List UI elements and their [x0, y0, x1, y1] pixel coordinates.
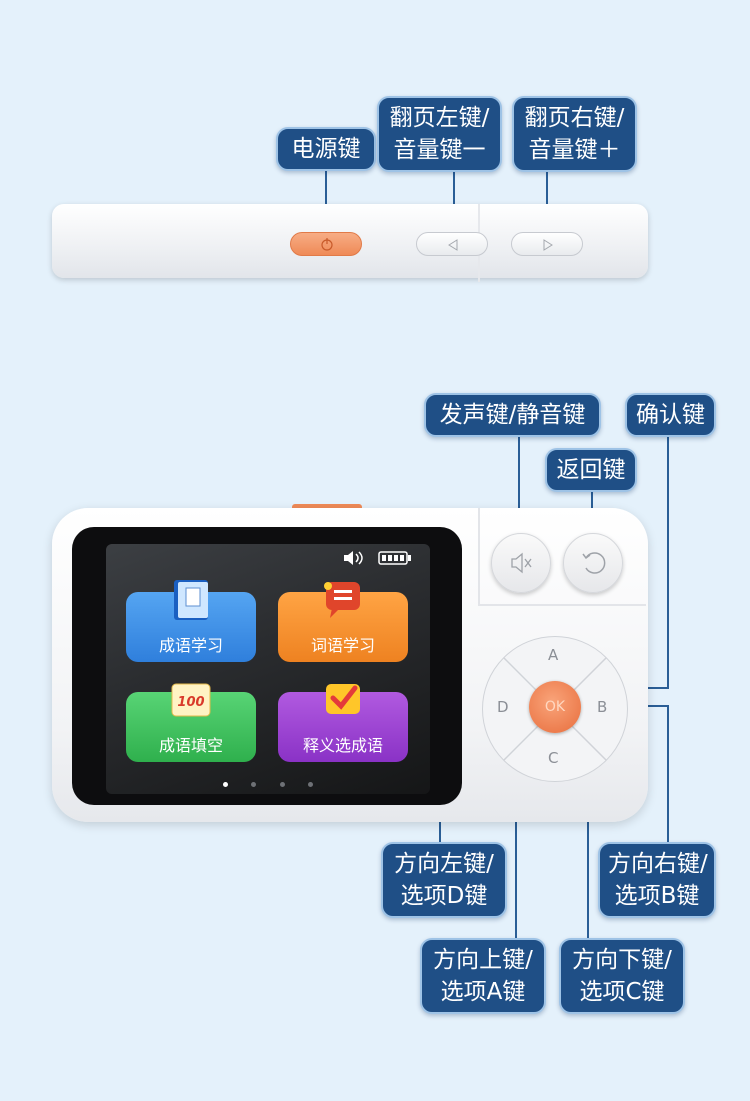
callout-direction-right-key: 方向右键/ 选项B键	[598, 842, 716, 918]
callout-line: 方向上键/	[433, 947, 533, 973]
dpad-right-key[interactable]: B	[597, 698, 608, 716]
callout-line: 方向下键/	[572, 947, 672, 973]
page-dot	[279, 782, 285, 787]
page-left-button[interactable]	[416, 232, 488, 256]
callout-line: 选项B键	[614, 883, 700, 909]
tile-idiom-fill[interactable]: 100 成语填空	[126, 683, 256, 762]
check-box-icon	[326, 684, 360, 714]
device-seam	[478, 604, 646, 606]
tile-idiom-study[interactable]: 成语学习	[126, 580, 256, 662]
callout-direction-left-key: 方向左键/ 选项D键	[381, 842, 507, 918]
book-icon	[174, 580, 208, 620]
page-dot	[251, 782, 257, 787]
ok-button[interactable]: OK	[529, 681, 581, 733]
page-right-button[interactable]	[511, 232, 583, 256]
tile-meaning-choose-idiom[interactable]: 释义选成语	[278, 684, 408, 762]
score-100-icon: 100	[171, 683, 211, 717]
tile-label: 词语学习	[310, 636, 375, 655]
tile-label: 成语学习	[158, 636, 223, 655]
dpad-up-key[interactable]: A	[548, 646, 559, 664]
tile-label: 成语填空	[158, 736, 223, 755]
callout-line: 确认键	[636, 402, 705, 428]
callout-direction-up-key: 方向上键/ 选项A键	[420, 938, 546, 1014]
callout-confirm-key: 确认键	[625, 393, 716, 437]
page-dot	[307, 782, 313, 787]
callout-line: 翻页右键/	[524, 105, 625, 131]
callout-page-right-key: 翻页右键/ 音量键＋	[512, 96, 637, 172]
battery-icon	[378, 551, 411, 565]
svg-text:100: 100	[177, 695, 204, 710]
page-indicator	[106, 772, 430, 791]
callout-line: 选项D键	[400, 883, 488, 909]
callout-power-key: 电源键	[276, 127, 376, 171]
right-arrow-icon	[543, 239, 553, 251]
chat-icon	[324, 582, 360, 618]
display: 成语学习 词语学习 100 成语填空 释义选成语	[106, 544, 430, 794]
return-icon	[582, 552, 606, 574]
callout-line: 发声键/静音键	[439, 402, 586, 428]
callout-direction-down-key: 方向下键/ 选项C键	[559, 938, 685, 1014]
callout-line: 音量键一	[393, 137, 486, 163]
callout-line: 音量键＋	[528, 137, 621, 163]
callout-line: 返回键	[556, 457, 626, 483]
mute-speaker-icon	[511, 552, 532, 574]
sound-mute-button[interactable]	[491, 533, 551, 593]
callout-line: 选项A键	[440, 979, 526, 1005]
power-icon	[321, 238, 333, 251]
dpad-down-key[interactable]: C	[548, 749, 559, 767]
callout-sound-mute-key: 发声键/静音键	[424, 393, 601, 437]
power-button[interactable]	[290, 232, 362, 256]
callout-line: 电源键	[291, 136, 361, 162]
callout-line: 翻页左键/	[389, 105, 490, 131]
callout-line: 方向右键/	[608, 851, 708, 877]
left-arrow-icon	[448, 239, 458, 251]
speaker-icon	[344, 551, 363, 565]
callout-line: 选项C键	[579, 979, 665, 1005]
device-seam	[478, 508, 480, 604]
page-dot-active	[223, 782, 229, 787]
callout-back-key: 返回键	[545, 448, 637, 492]
callout-line: 方向左键/	[394, 851, 494, 877]
tile-label: 释义选成语	[302, 736, 383, 755]
dpad-left-key[interactable]: D	[497, 698, 509, 716]
tile-word-study[interactable]: 词语学习	[278, 582, 408, 662]
callout-page-left-key: 翻页左键/ 音量键一	[377, 96, 502, 172]
back-button[interactable]	[563, 533, 623, 593]
